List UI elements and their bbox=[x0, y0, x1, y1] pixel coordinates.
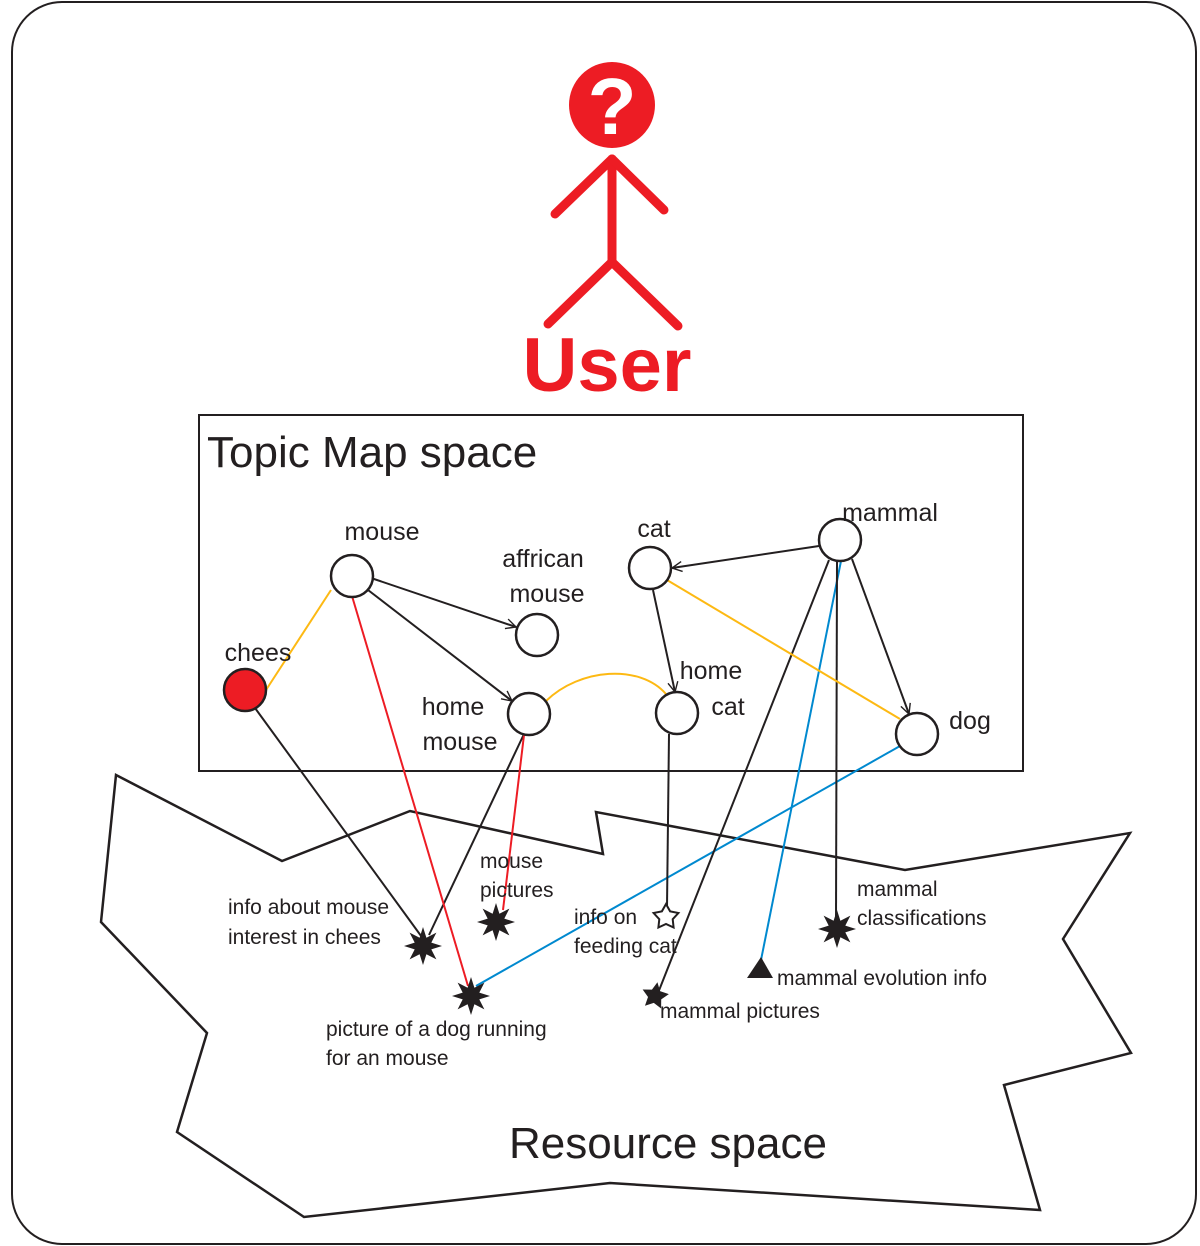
resource-label-mammal-classifications-1: mammal bbox=[857, 878, 938, 901]
user-head bbox=[569, 62, 655, 148]
edge-mouse-african-mouse bbox=[370, 577, 516, 627]
user-left-arm bbox=[550, 154, 617, 219]
topic-label-mouse: mouse bbox=[344, 518, 419, 546]
resource-space-title: Resource space bbox=[509, 1119, 827, 1168]
star-5-icon[interactable] bbox=[640, 980, 671, 1010]
occurrence-dog-dogpicture bbox=[475, 745, 901, 987]
star-8-icon[interactable] bbox=[818, 910, 856, 948]
resource-label-mammal-pictures: mammal pictures bbox=[660, 1000, 820, 1023]
topic-node-cat[interactable] bbox=[627, 545, 673, 591]
occurrence-mouse-dogpicture bbox=[351, 595, 469, 987]
user-right-leg bbox=[607, 257, 683, 331]
topic-label-african-mouse-1: affrican bbox=[502, 545, 584, 573]
edge-mammal-cat bbox=[672, 545, 820, 568]
topic-label-chees: chees bbox=[225, 639, 292, 667]
star-outline-icon[interactable] bbox=[651, 901, 681, 930]
resource-label-mammal-classifications-2: classifications bbox=[857, 907, 987, 930]
resource-label-info-mouse-1: info about mouse bbox=[228, 896, 389, 919]
topic-label-home-mouse-2: mouse bbox=[422, 728, 497, 756]
resource-label-feeding-cat-1: info on bbox=[574, 906, 637, 929]
outer-frame bbox=[11, 1, 1197, 1245]
association-cat-dog bbox=[666, 579, 901, 720]
resource-label-dog-picture-2: for an mouse bbox=[326, 1047, 449, 1070]
edge-mouse-home-mouse bbox=[367, 589, 512, 701]
topic-label-home-mouse-1: home bbox=[422, 693, 485, 721]
topic-node-mouse[interactable] bbox=[329, 553, 375, 599]
topic-node-home-cat[interactable] bbox=[654, 690, 700, 736]
star-8-icon[interactable] bbox=[404, 927, 442, 965]
resource-label-mammal-evolution: mammal evolution info bbox=[777, 967, 987, 990]
occurrence-homemouse-info bbox=[428, 733, 525, 936]
question-mark-icon: ? bbox=[588, 62, 637, 151]
occurrence-mammal-evolution bbox=[760, 560, 842, 961]
resource-label-dog-picture-1: picture of a dog running bbox=[326, 1018, 547, 1041]
association-mouse-chees bbox=[265, 589, 332, 691]
resource-space-region bbox=[99, 773, 1133, 1219]
topic-node-chees[interactable] bbox=[222, 667, 268, 713]
topic-map-box bbox=[198, 414, 1024, 772]
occurrence-homemouse-pictures bbox=[502, 734, 525, 911]
resource-label-mouse-pictures-2: pictures bbox=[480, 879, 554, 902]
topic-node-african-mouse[interactable] bbox=[514, 612, 560, 658]
topic-label-cat: cat bbox=[637, 515, 670, 543]
topic-label-african-mouse-2: mouse bbox=[509, 580, 584, 608]
topic-label-home-cat-1: home bbox=[680, 657, 743, 685]
occurrence-mammal-classifications bbox=[835, 560, 838, 921]
association-homemouse-homecat bbox=[545, 672, 667, 702]
user-figure: ? User bbox=[523, 62, 692, 408]
star-8-icon[interactable] bbox=[477, 903, 515, 941]
user-label: User bbox=[523, 323, 692, 408]
resource-label-info-mouse-2: interest in chees bbox=[228, 926, 381, 949]
star-8-icon[interactable] bbox=[452, 977, 490, 1015]
edge-mammal-dog bbox=[851, 558, 909, 714]
user-left-leg bbox=[543, 257, 617, 329]
occurrence-chees-info bbox=[254, 707, 425, 941]
topic-node-home-mouse[interactable] bbox=[506, 691, 552, 737]
topic-map-title: Topic Map space bbox=[207, 428, 537, 477]
triangle-icon[interactable] bbox=[747, 957, 773, 978]
topic-label-mammal: mammal bbox=[842, 499, 938, 527]
user-right-arm bbox=[607, 154, 669, 215]
topic-label-home-cat-2: cat bbox=[711, 693, 744, 721]
occurrence-mammal-pictures bbox=[657, 559, 830, 994]
topic-node-dog[interactable] bbox=[894, 711, 940, 757]
edge-cat-home-cat bbox=[652, 589, 675, 692]
resource-label-mouse-pictures-1: mouse bbox=[480, 850, 543, 873]
occurrence-homecat-feeding bbox=[666, 733, 670, 908]
topic-label-dog: dog bbox=[949, 707, 991, 735]
resource-label-feeding-cat-2: feeding cat bbox=[574, 935, 677, 958]
topic-node-mammal[interactable] bbox=[817, 517, 863, 563]
